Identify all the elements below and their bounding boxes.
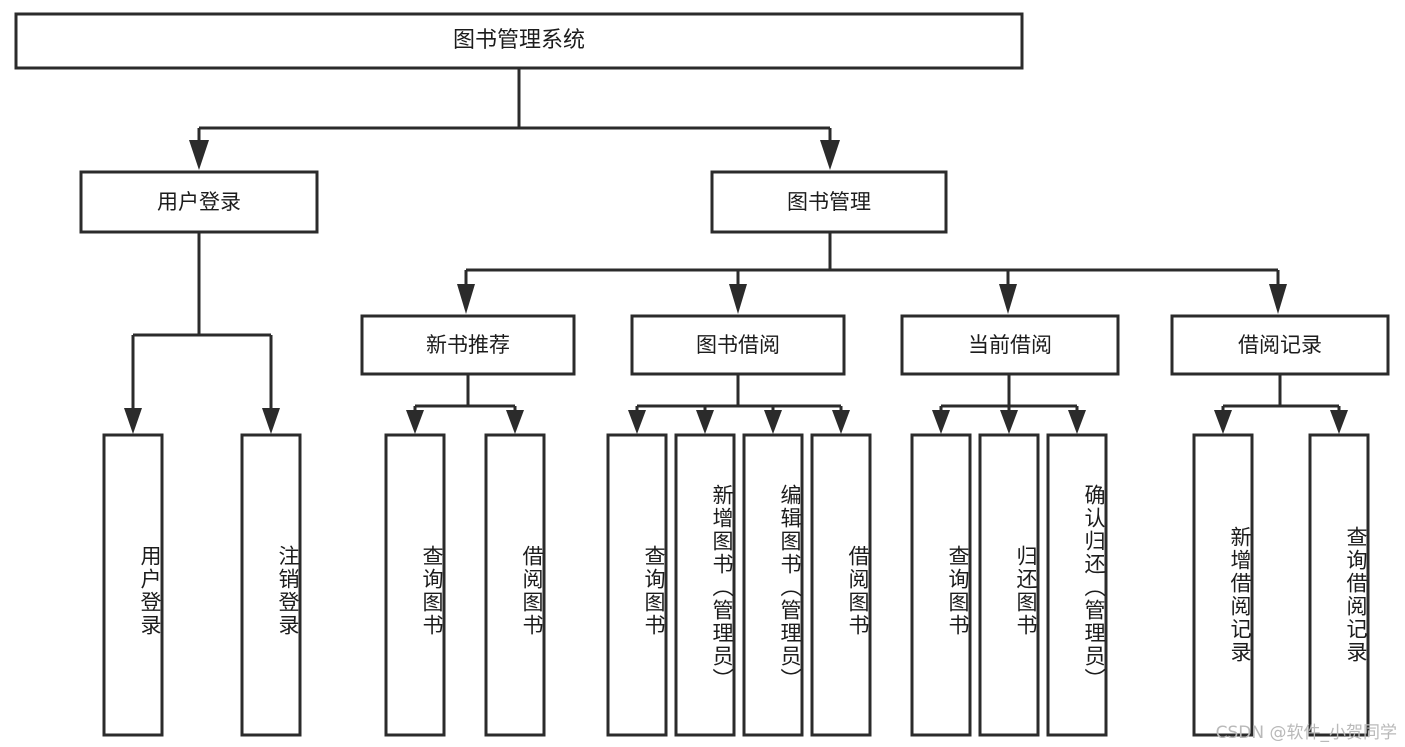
arrowhead-nbr-leaf1 bbox=[506, 410, 524, 434]
leaf-box-current-borrow-0[interactable] bbox=[910, 433, 972, 737]
arrowhead-bm-book-borrow bbox=[729, 284, 747, 314]
arrowhead-cb-leaf2 bbox=[1068, 410, 1086, 434]
arrowhead-user-login-leaf1 bbox=[262, 408, 280, 434]
node-box-new-book-rec[interactable] bbox=[360, 314, 576, 376]
leaf-box-book-borrow-3[interactable] bbox=[810, 433, 872, 737]
leaf-box-book-borrow-2[interactable] bbox=[742, 433, 804, 737]
arrowhead-user-login-leaf0 bbox=[124, 408, 142, 434]
arrowhead-bm-new-book-rec bbox=[457, 284, 475, 314]
arrowhead-br-leaf0 bbox=[1214, 410, 1232, 434]
connector-group-book-manage bbox=[457, 232, 1287, 314]
leaf-box-current-borrow-1[interactable] bbox=[978, 433, 1040, 737]
node-box-root[interactable] bbox=[14, 12, 1024, 70]
arrowhead-cb-leaf1 bbox=[1000, 410, 1018, 434]
arrowhead-nbr-leaf0 bbox=[406, 410, 424, 434]
leaf-box-user-login-1[interactable] bbox=[240, 433, 302, 737]
leaf-box-borrow-record-0[interactable] bbox=[1192, 433, 1254, 737]
connector-group-current-borrow bbox=[932, 374, 1086, 434]
node-box-current-borrow[interactable] bbox=[900, 314, 1120, 376]
leaf-box-borrow-record-1[interactable] bbox=[1308, 433, 1370, 737]
arrowhead-cb-leaf0 bbox=[932, 410, 950, 434]
leaf-box-new-book-rec-0[interactable] bbox=[384, 433, 446, 737]
connector-group-book-borrow bbox=[628, 374, 850, 434]
arrowhead-bb-leaf1 bbox=[696, 410, 714, 434]
arrowhead-bb-leaf2 bbox=[764, 410, 782, 434]
arrowhead-root-book-manage bbox=[820, 140, 840, 170]
leaf-box-user-login-0[interactable] bbox=[102, 433, 164, 737]
leaf-box-book-borrow-0[interactable] bbox=[606, 433, 668, 737]
arrowhead-br-leaf1 bbox=[1330, 410, 1348, 434]
leaf-box-current-borrow-2[interactable] bbox=[1046, 433, 1108, 737]
connector-group-root bbox=[189, 68, 840, 170]
arrowhead-root-user-login bbox=[189, 140, 209, 170]
node-box-book-manage[interactable] bbox=[710, 170, 948, 234]
arrowhead-bb-leaf3 bbox=[832, 410, 850, 434]
leaf-box-new-book-rec-1[interactable] bbox=[484, 433, 546, 737]
connector-group-new-book-rec bbox=[406, 374, 524, 434]
arrowhead-bm-borrow-record bbox=[1269, 284, 1287, 314]
arrowhead-bb-leaf0 bbox=[628, 410, 646, 434]
connector-group-borrow-record bbox=[1214, 374, 1348, 434]
node-box-borrow-record[interactable] bbox=[1170, 314, 1390, 376]
node-box-user-login[interactable] bbox=[79, 170, 319, 234]
node-box-book-borrow[interactable] bbox=[630, 314, 846, 376]
leaf-box-book-borrow-1[interactable] bbox=[674, 433, 736, 737]
connector-group-user-login bbox=[124, 232, 280, 434]
arrowhead-bm-current-borrow bbox=[999, 284, 1017, 314]
